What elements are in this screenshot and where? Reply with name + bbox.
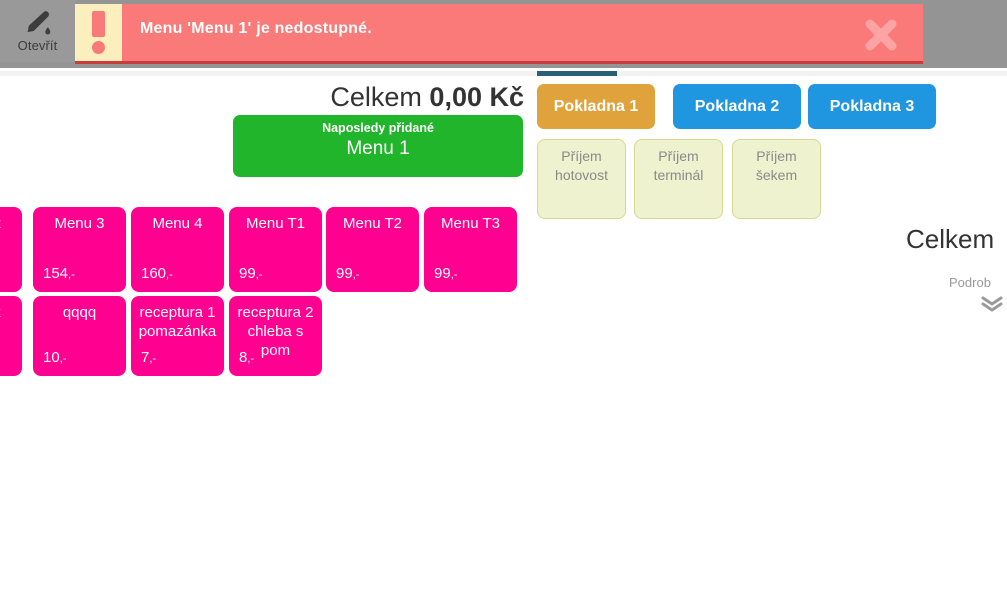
payment-terminal-line2: terminál xyxy=(653,167,704,183)
close-x-icon[interactable] xyxy=(861,16,901,54)
last-added-item: Menu 1 xyxy=(346,138,410,159)
product-tile-price: 154,- xyxy=(43,265,75,282)
right-total-label: Celkem xyxy=(906,224,995,254)
last-added-label: Naposledy přidané xyxy=(322,121,434,135)
currency-suffix: ,- xyxy=(352,269,360,281)
product-tile[interactable]: Menu T3 99,- xyxy=(424,207,517,292)
right-detail-label[interactable]: Podrob xyxy=(949,275,991,290)
product-tile-name: Menu 3 xyxy=(54,215,105,232)
order-total-value: 0,00 Kč xyxy=(429,82,524,112)
currency-suffix: ,- xyxy=(68,269,75,281)
alert-banner: Menu 'Menu 1' je nedostupné. xyxy=(75,4,923,64)
product-tile[interactable]: Menu 4 160,- xyxy=(131,207,224,292)
payment-cash-line1: Příjem xyxy=(561,148,602,164)
product-tile-name: qqqq xyxy=(62,304,97,321)
currency-suffix: ,- xyxy=(59,353,67,365)
product-tile-name: Menu 4 xyxy=(152,215,203,232)
tab-pokladna-3[interactable]: Pokladna 3 xyxy=(808,84,936,129)
product-tile-name: k xyxy=(0,303,20,322)
chevron-double-down-icon[interactable] xyxy=(981,295,1003,313)
payment-cheque-line2: šekem xyxy=(755,167,798,183)
currency-suffix: ,- xyxy=(149,353,157,365)
product-tile-name: Menu T1 xyxy=(246,215,305,232)
payment-terminal-button[interactable]: Příjem terminál xyxy=(634,139,723,219)
product-tile[interactable]: receptura 1 pomazánka 7,- xyxy=(131,296,224,376)
payment-cash-button[interactable]: Příjem hotovost xyxy=(537,139,626,219)
product-tile[interactable]: k xyxy=(0,296,22,376)
product-tile[interactable]: Menu T2 99,- xyxy=(326,207,419,292)
product-tile-name: Menu T2 xyxy=(343,215,402,232)
order-total-label: Celkem xyxy=(330,82,422,112)
product-tile-name: 2 xyxy=(0,214,20,233)
progress-track xyxy=(0,71,1007,76)
product-tile-price: 160,- xyxy=(141,265,173,282)
progress-fill xyxy=(537,71,617,76)
payment-cash-line2: hotovost xyxy=(555,167,608,183)
alert-message: Menu 'Menu 1' je nedostupné. xyxy=(140,20,372,37)
product-tile-price: 7,- xyxy=(141,349,157,366)
top-bar: Otevřít Menu 'Menu 1' je nedostupné. xyxy=(0,0,1007,68)
product-tile-name: receptura 1 pomazánka xyxy=(138,304,217,340)
tab-pokladna-2[interactable]: Pokladna 2 xyxy=(673,84,801,129)
last-added-panel[interactable]: Naposledy přidané Menu 1 xyxy=(233,115,523,177)
product-tile-name: receptura 2 chleba s pom xyxy=(237,304,314,359)
currency-suffix: ,- xyxy=(450,269,458,281)
product-tile-price: 99,- xyxy=(239,265,263,282)
open-drawer-label: Otevřít xyxy=(17,37,58,53)
product-tile-name: Menu T3 xyxy=(441,215,500,232)
tab-pokladna-1[interactable]: Pokladna 1 xyxy=(537,84,655,129)
currency-suffix: ,- xyxy=(247,353,255,365)
bottle-dropper-icon xyxy=(21,10,55,36)
product-tile-price: 10,- xyxy=(43,349,67,366)
product-tile[interactable]: qqqq 10,- xyxy=(33,296,126,376)
payment-cheque-button[interactable]: Příjem šekem xyxy=(732,139,821,219)
currency-suffix: ,- xyxy=(255,269,263,281)
payment-cheque-line1: Příjem xyxy=(756,148,797,164)
product-tile-price: 8,- xyxy=(239,349,255,366)
order-total: Celkem 0,00 Kč xyxy=(232,82,524,113)
product-tile-price: 99,- xyxy=(434,265,458,282)
product-tile[interactable]: 2 xyxy=(0,207,22,292)
product-tile[interactable]: Menu 3 154,- xyxy=(33,207,126,292)
open-drawer-button[interactable]: Otevřít xyxy=(0,0,75,62)
payment-terminal-line1: Příjem xyxy=(658,148,699,164)
currency-suffix: ,- xyxy=(166,269,173,281)
product-tile-price: 99,- xyxy=(336,265,360,282)
product-tile[interactable]: Menu T1 99,- xyxy=(229,207,322,292)
exclamation-icon xyxy=(75,4,122,61)
